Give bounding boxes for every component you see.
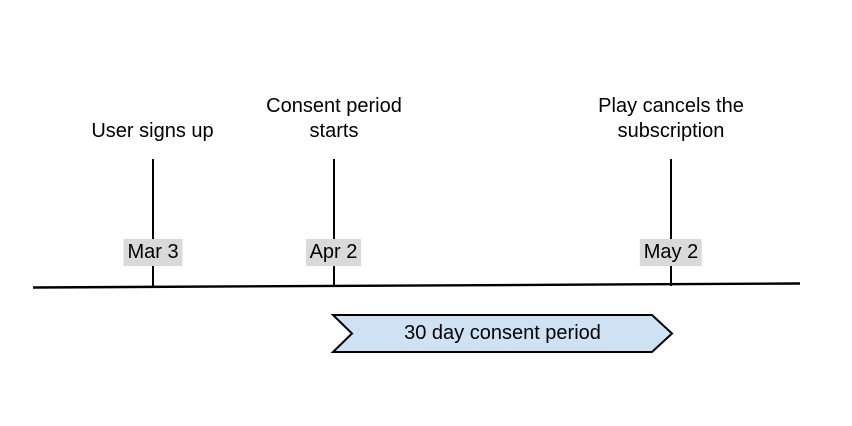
- event-tick-user-signs-up: [151, 159, 154, 286]
- event-label-user-signs-up: User signs up: [91, 120, 214, 142]
- event-tick-consent-period-starts: [332, 159, 335, 286]
- timeline-axis: [32, 282, 801, 289]
- date-label-mar-3: Mar 3: [123, 239, 183, 266]
- date-label-apr-2: Apr 2: [305, 239, 362, 266]
- event-tick-play-cancels: [670, 159, 672, 286]
- event-label-consent-period-starts: Consent period starts: [266, 95, 402, 142]
- consent-period-ribbon-label: 30 day consent period: [404, 322, 601, 344]
- date-label-may-2: May 2: [639, 239, 703, 266]
- event-label-play-cancels: Play cancels the subscription: [598, 95, 744, 142]
